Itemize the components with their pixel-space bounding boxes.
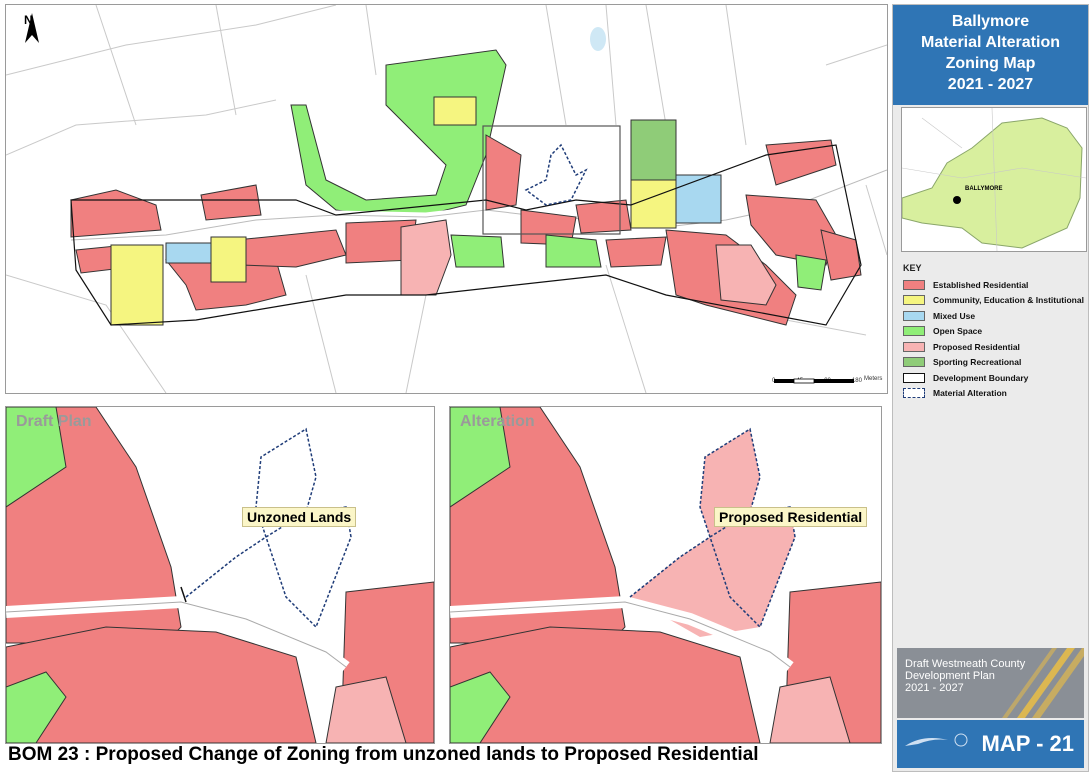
main-map-canvas — [6, 5, 887, 393]
key-label: Sporting Recreational — [933, 357, 1022, 368]
key-item: Material Alteration — [903, 386, 1088, 402]
key-item: Open Space — [903, 324, 1088, 340]
title-block: Ballymore Material Alteration Zoning Map… — [893, 5, 1088, 105]
scale-tick: 0 — [772, 378, 776, 384]
proposed-residential-callout: Proposed Residential — [714, 507, 868, 527]
north-arrow: N — [24, 13, 39, 43]
established-residential-zone-south[interactable] — [450, 626, 761, 743]
draft-map-canvas — [6, 407, 434, 743]
key-label: Community, Education & Institutional — [933, 295, 1084, 306]
swatch-community — [903, 295, 925, 306]
key-item: Established Residential — [903, 277, 1088, 293]
unzoned-lands-callout: Unzoned Lands — [242, 507, 357, 527]
scale-tick: 180 — [851, 378, 862, 384]
community-zone-west[interactable] — [210, 236, 247, 283]
plan-text: Draft Westmeath County Development Plan … — [905, 658, 1025, 694]
inset-extent-box — [482, 125, 621, 235]
scale-unit: Meters — [864, 376, 883, 382]
draft-plan-panel[interactable]: Draft Plan Unzoned Lands — [5, 406, 435, 744]
scale-bar-graphic — [774, 378, 854, 384]
open-space-zone[interactable] — [290, 49, 507, 221]
key-item: Proposed Residential — [903, 339, 1088, 355]
established-residential-zone-south[interactable] — [6, 626, 317, 743]
swatch-proposed-residential — [903, 341, 925, 352]
key-label: Mixed Use — [933, 310, 976, 321]
open-space-zone-south[interactable] — [6, 671, 67, 743]
mixed-use-zone-west[interactable] — [165, 242, 212, 264]
plan-line: Development Plan — [905, 670, 995, 682]
key-label: Established Residential — [933, 279, 1029, 290]
pond — [590, 27, 606, 51]
title-line: Ballymore — [951, 13, 1030, 30]
sporting-recreational-zone[interactable] — [630, 119, 677, 181]
alteration-label: Alteration — [460, 413, 535, 430]
material-alteration-outline — [629, 427, 796, 629]
main-zoning-map[interactable]: N 0 45 90 180 Meters — [5, 4, 888, 394]
locator-roads — [902, 108, 1086, 251]
open-space-small[interactable] — [450, 234, 827, 291]
boundary-line — [180, 586, 187, 603]
open-space-zone[interactable] — [450, 407, 511, 508]
key-label: Development Boundary — [933, 372, 1029, 383]
plan-block-stripes — [1002, 648, 1084, 718]
locator-map-canvas — [902, 108, 1086, 251]
alteration-map-canvas — [450, 407, 881, 743]
key-item: Development Boundary — [903, 370, 1088, 386]
open-space-zone-south[interactable] — [450, 671, 511, 743]
legend-sidebar: Ballymore Material Alteration Zoning Map… — [892, 4, 1089, 772]
road-edge — [6, 601, 347, 668]
swatch-material-alteration — [903, 388, 925, 399]
swatch-sporting-recreational — [903, 357, 925, 368]
council-logo-icon — [905, 733, 968, 747]
locator-label: BALLYMORE — [965, 186, 1003, 192]
development-boundary — [70, 144, 862, 326]
open-space-zone[interactable] — [6, 407, 67, 508]
title-line: 2021 - 2027 — [947, 76, 1034, 93]
swatch-development-boundary — [903, 372, 925, 383]
material-alteration-outline — [185, 427, 352, 629]
swatch-open-space — [903, 326, 925, 337]
swatch-mixed-use — [903, 310, 925, 321]
map-caption: BOM 23 : Proposed Change of Zoning from … — [8, 744, 759, 765]
proposed-residential-zone[interactable] — [325, 676, 407, 743]
title-line: Material Alteration — [921, 34, 1060, 51]
plan-line: Draft Westmeath County — [905, 658, 1026, 670]
legend-key: KEY Established Residential Community, E… — [903, 263, 1088, 401]
community-zone-east[interactable] — [630, 179, 677, 229]
key-item: Community, Education & Institutional — [903, 293, 1088, 309]
map-number-block: MAP - 21 — [897, 720, 1084, 768]
proposed-residential-alteration-fill-lower[interactable] — [630, 512, 795, 637]
locator-map[interactable]: BALLYMORE — [901, 107, 1087, 252]
main-road-edge — [70, 169, 887, 241]
plan-line: 2021 - 2027 — [905, 682, 964, 694]
map-number: MAP - 21 — [981, 731, 1074, 756]
ballymore-marker — [953, 196, 961, 204]
north-arrow-icon — [25, 13, 39, 43]
proposed-residential-zone[interactable] — [769, 676, 851, 743]
school-zone[interactable] — [110, 244, 164, 326]
north-label: N — [24, 13, 33, 27]
scale-bar: 0 45 90 180 Meters — [772, 376, 882, 384]
key-item: Mixed Use — [903, 308, 1088, 324]
field-boundaries — [6, 5, 887, 393]
road-edge — [450, 601, 791, 668]
mixed-use-zone-east[interactable] — [675, 174, 722, 224]
community-zone[interactable] — [433, 96, 477, 126]
proposed-residential-zone[interactable] — [400, 219, 452, 296]
title-line: Zoning Map — [945, 55, 1036, 72]
key-title: KEY — [903, 263, 922, 273]
county-shape — [902, 117, 1083, 249]
swatch-established-residential — [903, 279, 925, 290]
alteration-panel[interactable]: Alteration Proposed Residential — [449, 406, 882, 744]
proposed-residential-zone-east[interactable] — [715, 244, 777, 306]
key-label: Material Alteration — [933, 388, 1007, 399]
key-label: Proposed Residential — [933, 341, 1020, 352]
key-label: Open Space — [933, 326, 983, 337]
draft-plan-label: Draft Plan — [16, 413, 92, 430]
plan-block: Draft Westmeath County Development Plan … — [897, 648, 1084, 718]
material-alteration-outline — [524, 143, 588, 206]
key-item: Sporting Recreational — [903, 355, 1088, 371]
